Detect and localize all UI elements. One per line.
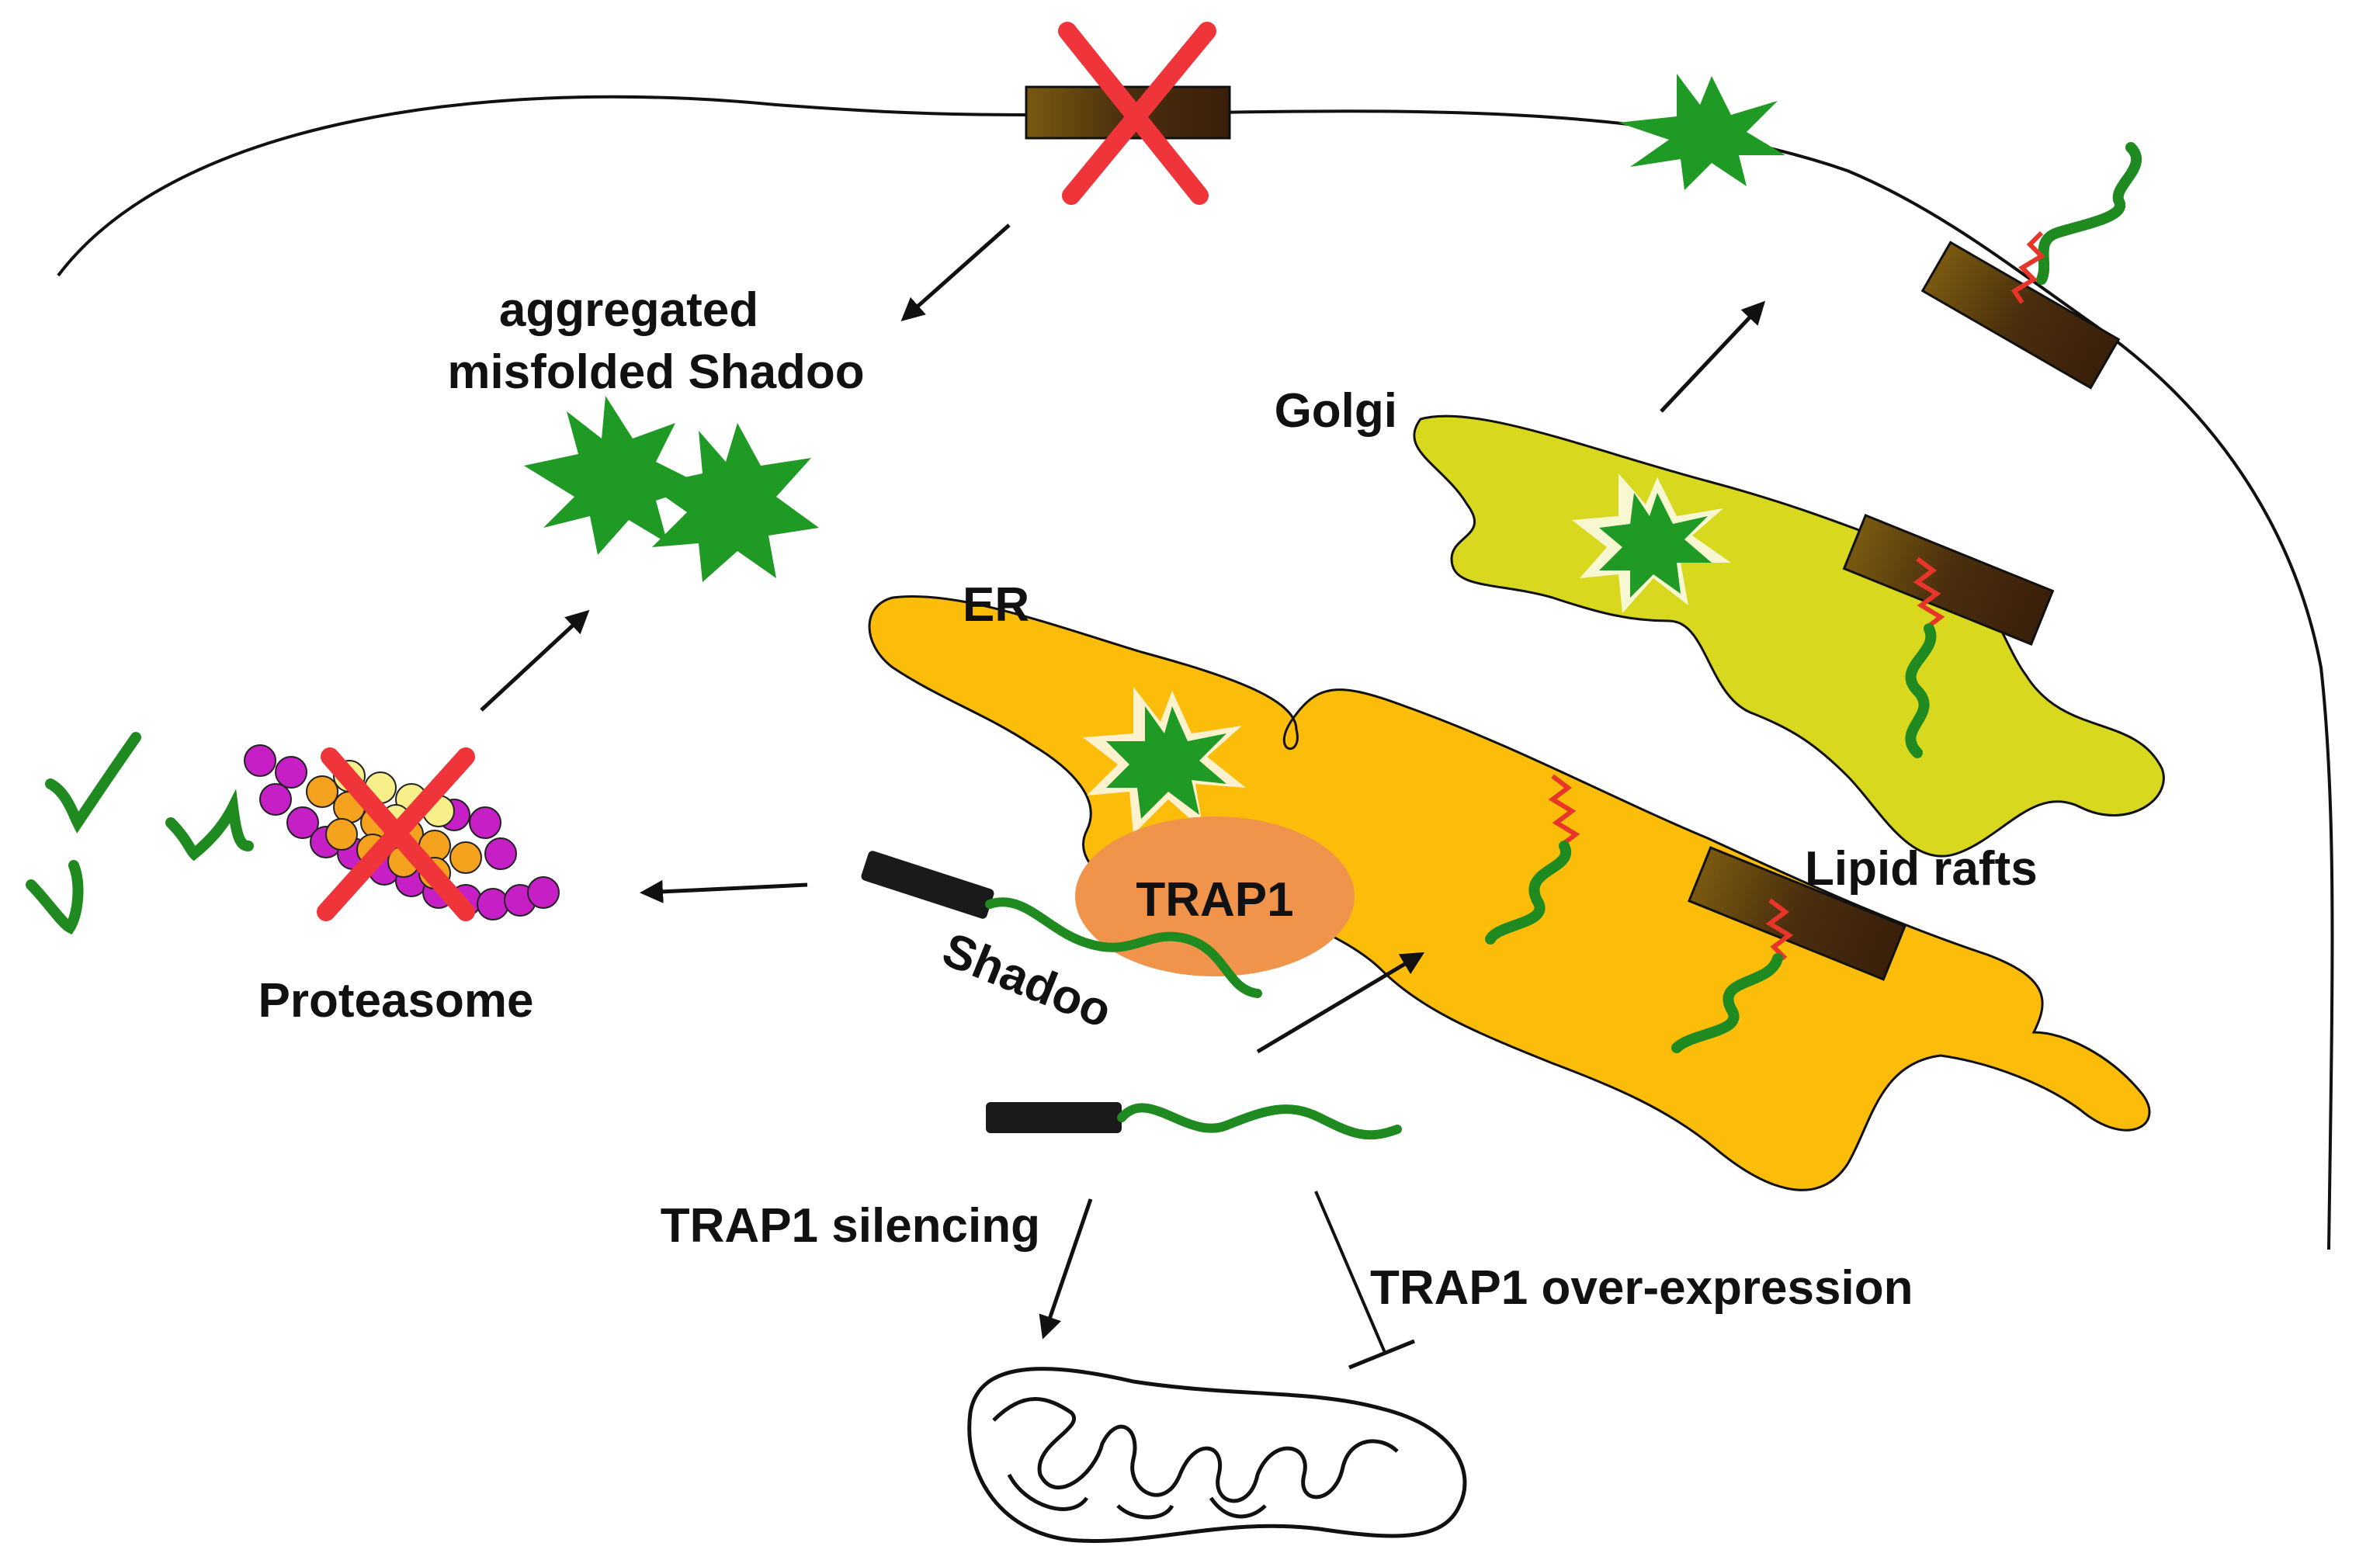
- arrow-membrane-to-aggregate: [900, 224, 1011, 321]
- aggregated-label-line2: misfolded Shadoo: [447, 345, 864, 399]
- membrane-raft-right: [1920, 241, 2121, 390]
- shadoo-chain-bound: [985, 897, 1262, 998]
- aggregated-shadoo-cluster: [524, 396, 819, 582]
- lipid-rafts-label: Lipid rafts: [1805, 842, 2038, 896]
- er-shadoo-chain-1: [1485, 841, 1572, 945]
- shadoo-chain-free: [1117, 1103, 1402, 1140]
- er-shadoo-anchor-2: [1765, 898, 1794, 961]
- golgi-shadoo-chain: [1905, 623, 1937, 758]
- golgi-shadoo-anchor: [1913, 556, 1945, 631]
- inhibition-trap1-overexpression: [1314, 1191, 1387, 1355]
- proteasome-blocked-x-icon: [317, 747, 475, 921]
- er-shadoo-anchor-1: [1548, 774, 1580, 848]
- er-shadoo-chain-2: [1671, 953, 1783, 1053]
- membrane-shadoo-star: [1618, 74, 1785, 190]
- arrow-proteasome-to-aggregate: [480, 609, 590, 712]
- golgi-shadoo-star: [1599, 493, 1712, 598]
- mitochondrion-icon: [967, 1367, 1467, 1543]
- membrane-shadoo-chain: [2036, 142, 2142, 285]
- shadoo-signal-peptide-free: [986, 1102, 1122, 1133]
- aggregated-label-line1: aggregated: [499, 283, 758, 337]
- trap1-label: TRAP1: [1136, 873, 1293, 927]
- degraded-peptide-fragments: [26, 732, 254, 935]
- arrow-trap1-silencing: [1039, 1198, 1093, 1340]
- blocked-x-icon: [1058, 22, 1216, 205]
- golgi-label: Golgi: [1275, 384, 1397, 438]
- arrow-to-proteasome: [640, 879, 808, 903]
- proteasome-label: Proteasome: [258, 974, 534, 1028]
- golgi-raft: [1842, 514, 2055, 646]
- arrow-shadoo-to-er: [1256, 952, 1425, 1054]
- inhibition-bar: [1348, 1339, 1415, 1370]
- er-shadoo-star: [1106, 706, 1226, 819]
- er-label: ER: [963, 578, 1029, 632]
- shadoo-signal-peptide-bound: [861, 851, 994, 919]
- arrow-golgi-to-membrane: [1660, 300, 1766, 413]
- membrane-shadoo-anchor: [2011, 231, 2045, 304]
- trap1-overexpression-label: TRAP1 over-expression: [1370, 1261, 1913, 1315]
- trap1-silencing-label: TRAP1 silencing: [661, 1199, 1040, 1253]
